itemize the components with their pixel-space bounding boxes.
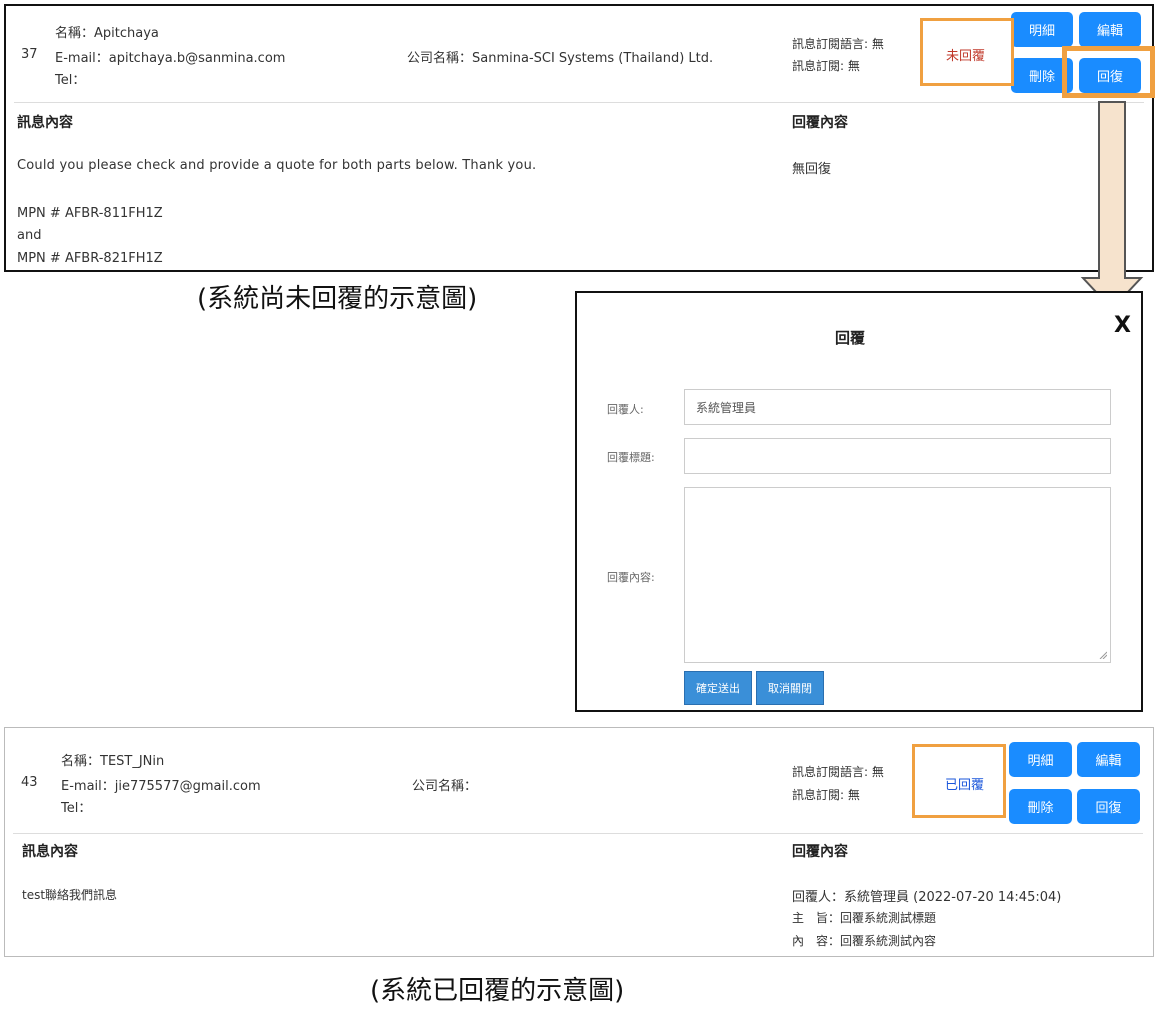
cancel-button[interactable]: 取消關閉	[756, 671, 824, 705]
email-line: E-mail：jie775577@gmail.com	[61, 779, 261, 794]
arrow-down-icon	[1080, 101, 1144, 311]
reply-text: 無回復	[792, 162, 832, 177]
company-line: 公司名稱：Sanmina-SCI Systems (Thailand) Ltd.	[407, 51, 714, 66]
modal-title: 回覆	[835, 329, 866, 347]
subject-input[interactable]	[684, 438, 1111, 474]
row-divider	[13, 833, 1143, 834]
detail-button[interactable]: 明細	[1011, 12, 1073, 47]
caption-unreplied: (系統尚未回覆的示意圖)	[197, 284, 478, 314]
detail-button[interactable]: 明細	[1009, 742, 1072, 777]
content-textarea[interactable]	[684, 487, 1111, 663]
message-line: Could you please check and provide a quo…	[17, 158, 537, 173]
reply-line: 回覆人：系統管理員 (2022-07-20 14:45:04)	[792, 890, 1062, 905]
caption-replied: (系統已回覆的示意圖)	[370, 976, 625, 1006]
reply-button[interactable]: 回復	[1077, 789, 1140, 824]
message-line: MPN # AFBR-811FH1Z	[17, 206, 163, 221]
subject-label: 回覆標題:	[607, 451, 655, 464]
record-id: 43	[21, 775, 38, 790]
delete-button[interactable]: 刪除	[1009, 789, 1072, 824]
close-icon[interactable]: X	[1114, 313, 1131, 338]
message-line: MPN # AFBR-821FH1Z	[17, 251, 163, 266]
email-line: E-mail：apitchaya.b@sanmina.com	[55, 51, 286, 66]
record-id: 37	[21, 47, 38, 62]
tel-line: Tel：	[61, 801, 92, 816]
edit-button[interactable]: 編輯	[1079, 12, 1141, 47]
message-header: 訊息內容	[17, 115, 73, 131]
reply-button-highlight	[1062, 46, 1155, 98]
record-card-replied: 43 名稱：TEST_JNin E-mail：jie775577@gmail.c…	[4, 727, 1154, 957]
subscription: 訊息訂閱: 無	[792, 788, 860, 802]
status-highlight	[920, 18, 1014, 86]
reply-button[interactable]: 回復	[1079, 58, 1141, 93]
subscription-language: 訊息訂閱語言: 無	[792, 37, 884, 51]
reply-header: 回覆內容	[792, 115, 848, 131]
tel-line: Tel：	[55, 73, 86, 88]
row-divider	[14, 102, 1144, 103]
reply-header: 回覆內容	[792, 844, 848, 860]
message-header: 訊息內容	[22, 844, 78, 860]
message-line: and	[17, 228, 42, 243]
subscription-language: 訊息訂閱語言: 無	[792, 765, 884, 779]
content-label: 回覆內容:	[607, 571, 655, 584]
replier-label: 回覆人:	[607, 403, 644, 416]
message-line: test聯絡我們訊息	[22, 888, 118, 902]
submit-button[interactable]: 確定送出	[684, 671, 752, 705]
resize-handle-icon[interactable]	[1099, 651, 1107, 659]
replier-input[interactable]: 系統管理員	[684, 389, 1111, 425]
company-line: 公司名稱：	[412, 779, 478, 794]
name-line: 名稱：TEST_JNin	[61, 754, 165, 769]
status-badge: 未回覆	[946, 49, 986, 64]
edit-button[interactable]: 編輯	[1077, 742, 1140, 777]
status-highlight	[912, 744, 1006, 818]
reply-line: 內 容：回覆系統測試內容	[792, 934, 937, 948]
reply-line: 主 旨：回覆系統測試標題	[792, 911, 937, 925]
status-badge: 已回覆	[945, 778, 985, 793]
record-card-unreplied: 37 名稱：Apitchaya E-mail：apitchaya.b@sanmi…	[4, 4, 1154, 272]
subscription: 訊息訂閱: 無	[792, 59, 860, 73]
reply-modal: 回覆 回覆人: 系統管理員 回覆標題: 回覆內容: 確定送出 取消關閉	[575, 291, 1143, 712]
name-line: 名稱：Apitchaya	[55, 26, 159, 41]
